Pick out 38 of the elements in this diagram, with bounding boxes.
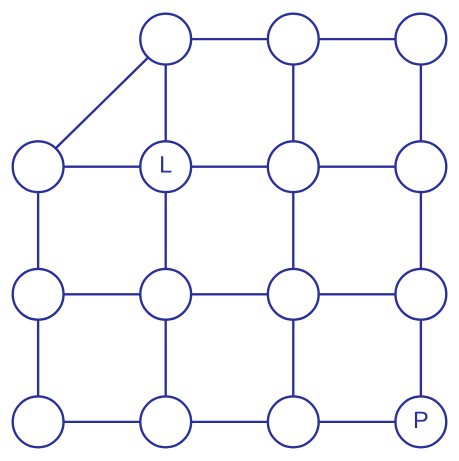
connector: [191, 420, 268, 424]
node-circle: [12, 268, 65, 321]
node-circle: [139, 395, 192, 448]
connector: [420, 320, 422, 396]
connector: [318, 38, 396, 40]
connector: [191, 38, 268, 40]
node-circle: [266, 268, 320, 321]
node-circle: [394, 140, 448, 194]
connector: [36, 192, 40, 269]
connector: [318, 166, 396, 168]
node-circle: [266, 12, 320, 66]
node-circle: [266, 140, 320, 194]
connector: [164, 320, 167, 396]
connector: [191, 166, 268, 168]
connector: [318, 420, 396, 424]
connector: [36, 320, 40, 396]
connector: [164, 192, 167, 269]
connector: [292, 320, 294, 396]
connector: [420, 192, 422, 269]
node-circle: [266, 395, 320, 448]
connector: [164, 64, 167, 142]
node-circle: [12, 140, 65, 194]
connector: [191, 293, 268, 296]
connector: [64, 420, 140, 424]
node-circle: [12, 395, 65, 448]
node-circle: L: [139, 140, 192, 194]
node-circle: [394, 268, 448, 321]
node-circle: [394, 12, 448, 66]
connector: [420, 64, 422, 142]
connector: [292, 192, 294, 269]
node-circle: [139, 12, 192, 66]
node-circle: [139, 268, 192, 321]
connector: [64, 166, 140, 168]
connector: [318, 293, 396, 296]
connector: [292, 64, 294, 142]
connector: [54, 56, 149, 150]
node-circle: P: [394, 395, 448, 448]
connector: [64, 293, 140, 296]
